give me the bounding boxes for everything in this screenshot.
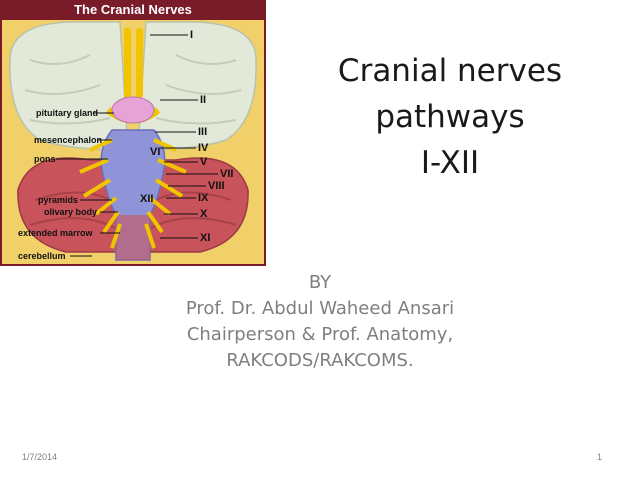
label-mesencephalon: mesencephalon (34, 135, 103, 145)
right-sulci (155, 54, 242, 125)
byline-position: Chairperson & Prof. Anatomy, (186, 324, 454, 345)
label-olivary-body: olivary body (44, 207, 98, 217)
title-line-2: pathways (375, 99, 525, 135)
olfactory-tract-left (124, 28, 131, 98)
numeral-XI: XI (200, 232, 211, 244)
numeral-IX: IX (198, 192, 209, 204)
byline-author: Prof. Dr. Abdul Waheed Ansari (185, 298, 455, 319)
numeral-III: III (198, 126, 208, 138)
label-pituitary-gland: pituitary gland (36, 108, 99, 118)
brain-illustration (9, 21, 257, 261)
title-line-3: I-XII (420, 145, 480, 181)
numeral-X: X (200, 208, 208, 220)
cranial-nerves-figure: The Cranial Nerves (0, 0, 266, 266)
leader-lines (56, 34, 218, 257)
numeral-I: I (190, 29, 194, 41)
label-extended-marrow: extended marrow (18, 228, 93, 238)
byline-by: BY (308, 272, 332, 293)
left-cerebral-hemisphere (9, 21, 129, 151)
numeral-V: V (200, 156, 208, 168)
medulla-shade (116, 215, 150, 260)
numeral-II: II (200, 94, 207, 106)
author-byline: BY Prof. Dr. Abdul Waheed Ansari Chairpe… (130, 270, 510, 374)
title-line-1: Cranial nerves (337, 53, 563, 89)
slide-title: Cranial nerves pathways I-XII (300, 48, 600, 186)
left-sulci (24, 54, 111, 125)
olfactory-tract-right (136, 28, 143, 98)
footer-page-number: 1 (596, 452, 602, 462)
label-pyramids: pyramids (38, 195, 79, 205)
pituitary-shape (111, 96, 155, 124)
numeral-XII: XII (140, 193, 154, 205)
byline-institution: RAKCODS/RAKCOMS. (226, 350, 414, 371)
numeral-VI: VI (150, 146, 161, 158)
cerebellum-folia (29, 191, 237, 229)
figure-title: The Cranial Nerves (0, 0, 266, 20)
footer-date: 1/7/2014 (22, 452, 58, 462)
label-pons: pons (34, 154, 56, 164)
numeral-VII: VII (220, 168, 234, 180)
numeral-VIII: VIII (208, 180, 225, 192)
label-cerebellum: cerebellum (18, 251, 66, 261)
numeral-IV: IV (198, 142, 209, 154)
